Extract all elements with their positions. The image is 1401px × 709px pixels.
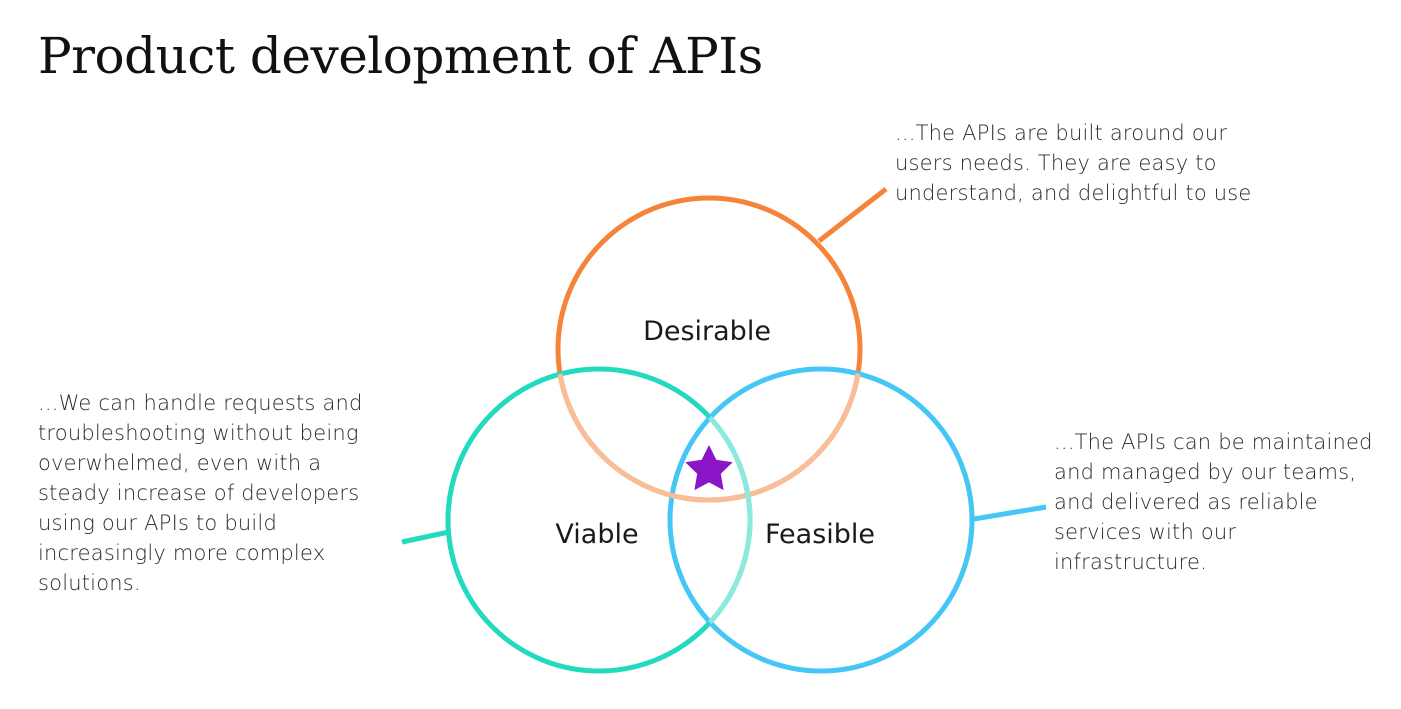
feasible-label: Feasible <box>765 519 875 550</box>
page-title: Product development of APIs <box>38 27 763 85</box>
desirable-description: ...The APIs are built around our users n… <box>895 121 1252 205</box>
viable-label: Viable <box>555 519 638 550</box>
feasible-description: ...The APIs can be maintained and manage… <box>1054 430 1373 574</box>
desirable-overlap-arc-right <box>670 369 863 503</box>
viable-overlap-arc <box>670 369 753 671</box>
viable-connector-line <box>401 529 450 545</box>
feasible-circle <box>667 366 975 674</box>
desirable-label: Desirable <box>643 316 771 347</box>
feasible-connector-line <box>973 504 1047 522</box>
star-icon <box>685 445 733 491</box>
viable-description: ...We can handle requests and troublesho… <box>38 391 363 595</box>
desirable-connector-line <box>817 187 888 243</box>
